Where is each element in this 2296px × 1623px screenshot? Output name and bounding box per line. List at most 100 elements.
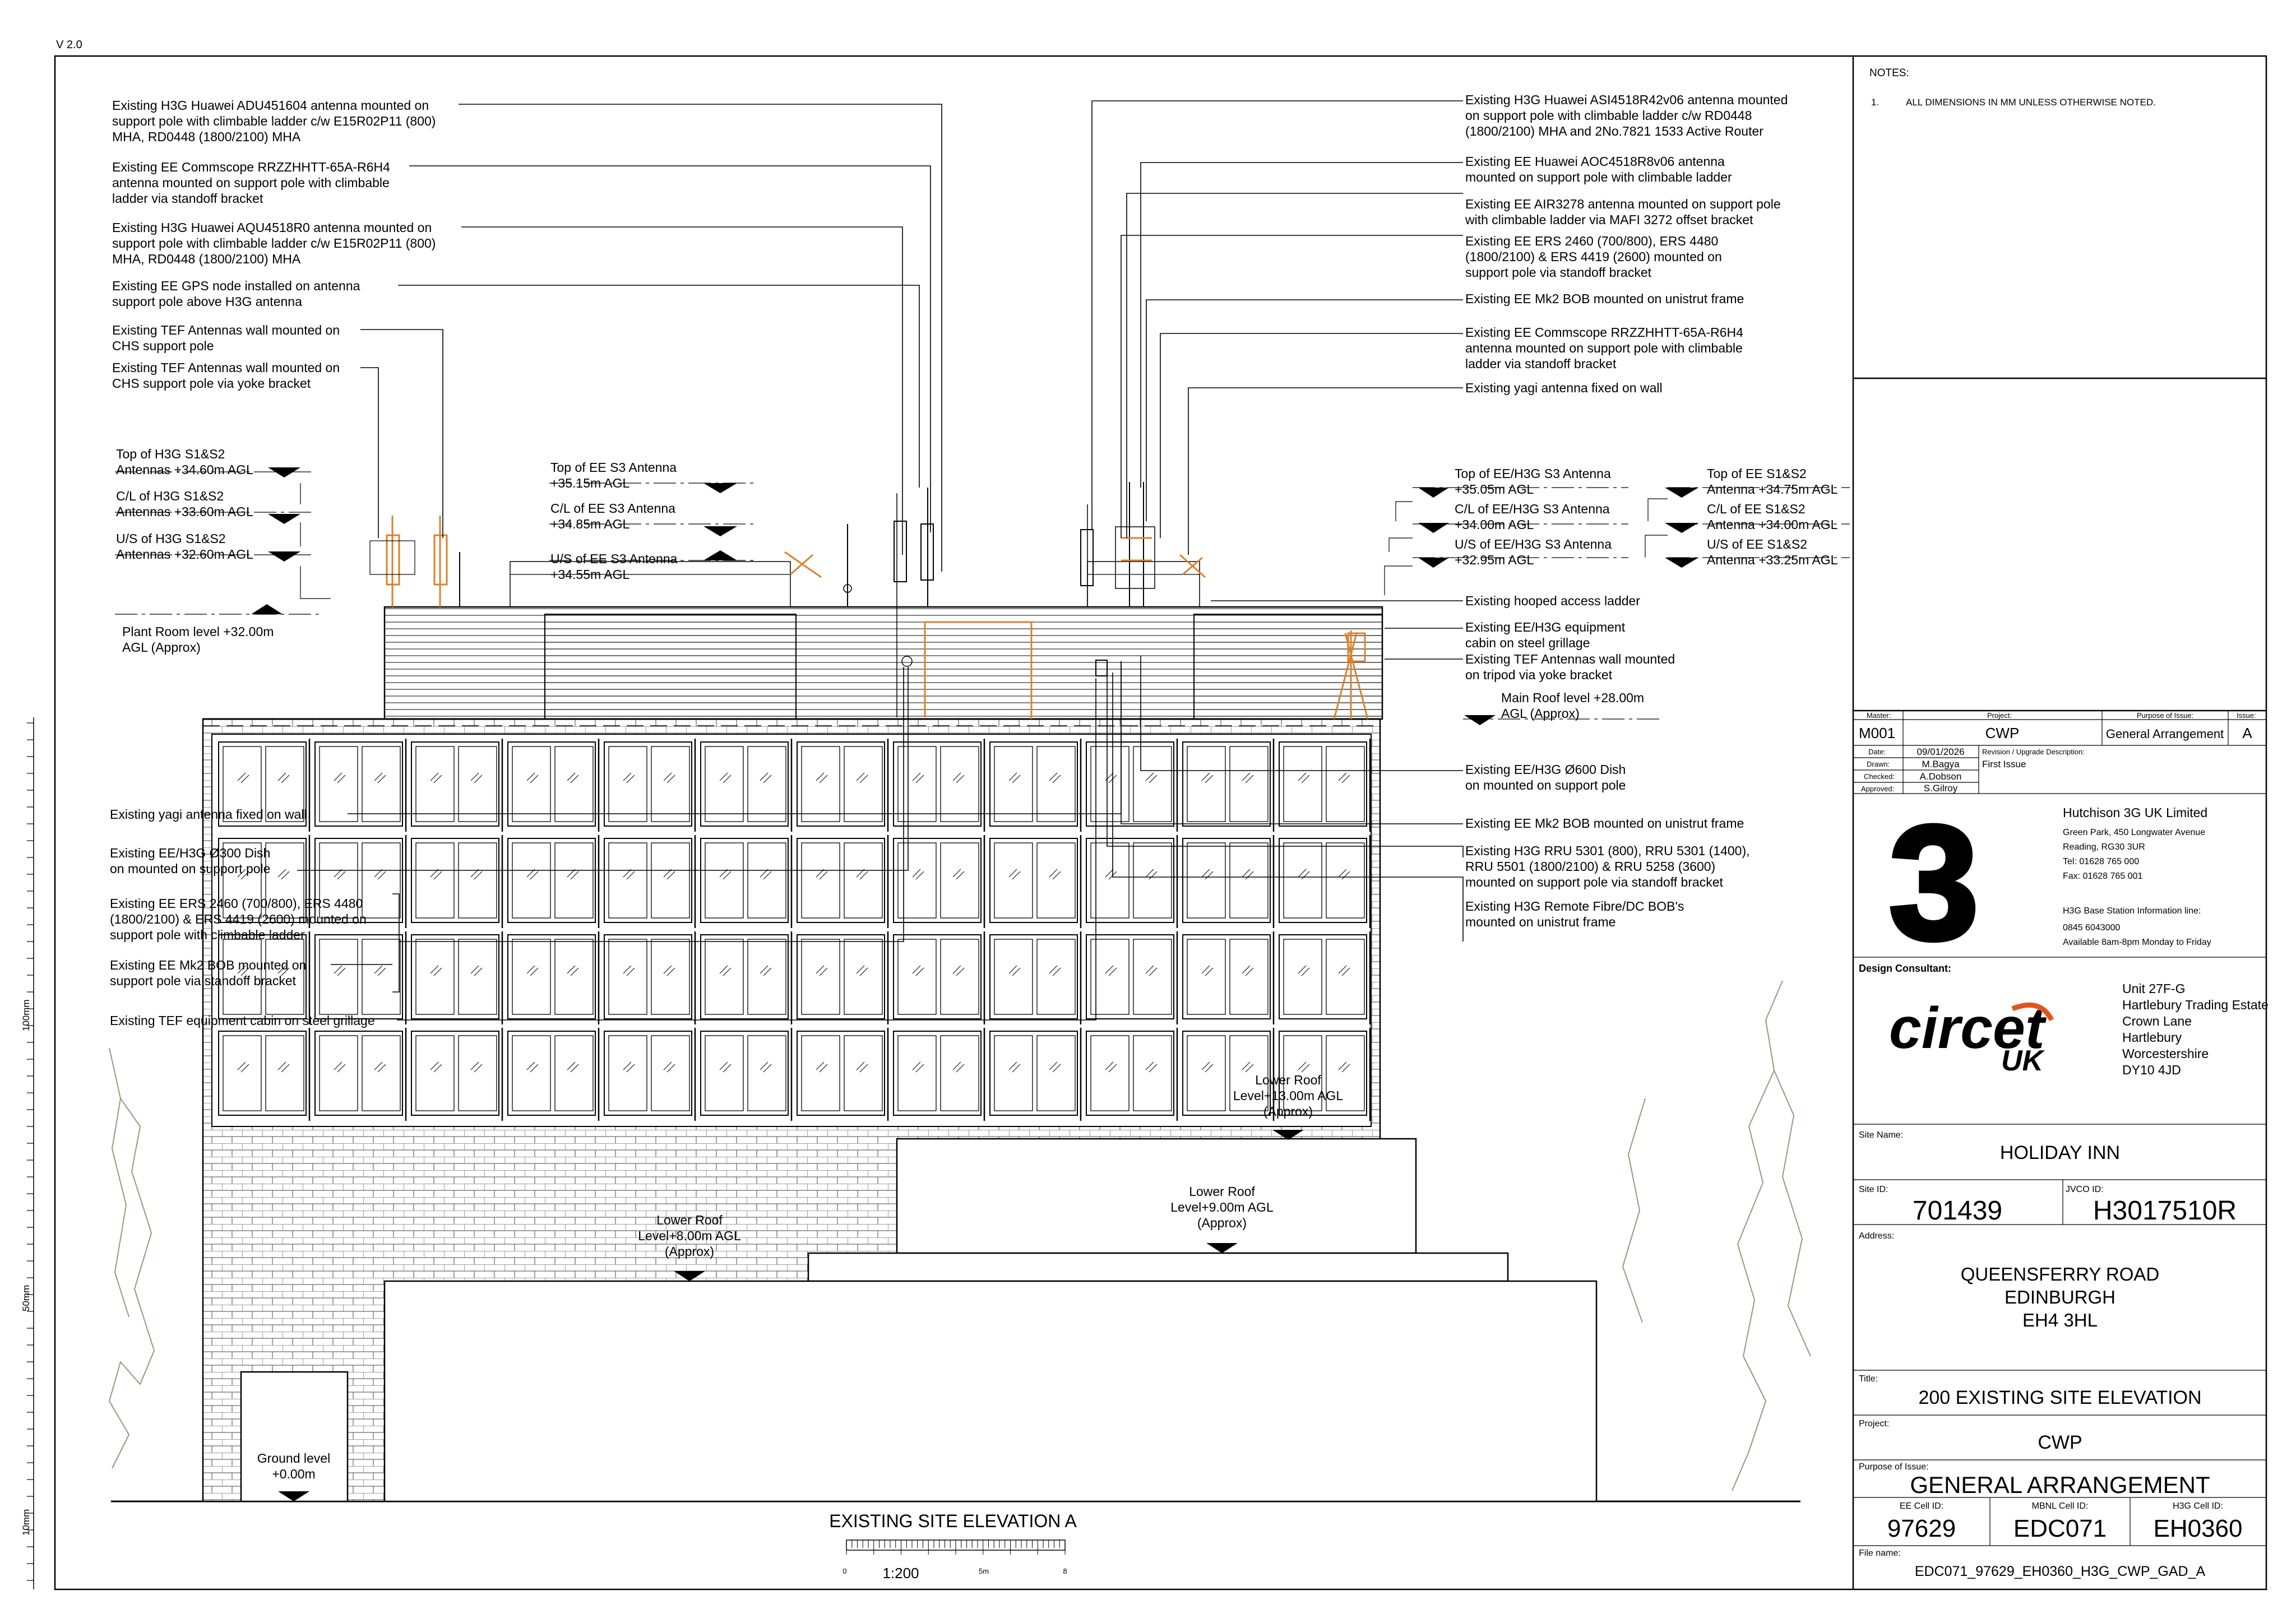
level-eeh3g-s3-cl-line-2: +34.00m AGL [1455,517,1534,532]
annotation-right-6-line-2: antenna mounted on support pole with cli… [1465,341,1743,355]
annotation-left-2-line-3: ladder via standoff bracket [112,191,263,206]
annotations-right: Existing H3G Huawei ASI4518R42v06 antenn… [1465,92,1788,395]
h3g-cell-label: H3G Cell ID: [2173,1501,2223,1511]
level-lower-roof-8-line-2: Level+8.00m AGL [638,1228,741,1243]
level-main-roof-line-2: AGL (Approx) [1501,706,1580,721]
ruler-label-10: 10mm [21,1509,31,1536]
level-lower-roof-8-line-1: Lower Roof [656,1213,723,1227]
annotation-right-4-line-2: (1800/2100) & ERS 4419 (2600) mounted on [1465,249,1722,264]
purpose-value: General Arrangement [2106,727,2224,741]
consultant-address-5: Worcestershire [2122,1046,2209,1061]
consultant-address-6: DY10 4JD [2122,1063,2181,1077]
annotation-left-1-line-3: MHA, RD0448 (1800/2100) MHA [112,129,301,144]
annotation-right-3-line-1: Existing EE AIR3278 antenna mounted on s… [1465,197,1781,211]
annotation-left-6-line-2: CHS support pole via yoke bracket [112,376,311,391]
annotation-right-6-line-3: ladder via standoff bracket [1465,356,1617,371]
level-eeh3g-s3-cl-line-1: C/L of EE/H3G S3 Antenna [1455,502,1610,516]
annotation-mid-right-2-line-1: Existing EE/H3G equipment [1465,620,1626,634]
leader-lines [297,100,1464,1021]
ee-antennas-center [784,488,934,717]
consultant-address-4: Hartlebury [2122,1030,2182,1045]
svg-text:3: 3 [1888,792,1979,973]
annotation-lower-left-1-line-1: Existing yagi antenna fixed on wall [110,807,307,822]
annotation-right-1-line-1: Existing H3G Huawei ASI4518R42v06 antenn… [1465,92,1788,107]
level-main-roof-line-1: Main Roof level +28.00m [1501,690,1644,705]
address-label: Address: [1859,1231,1894,1241]
svg-text:UK: UK [2001,1045,2045,1077]
checked-label: Checked: [1864,772,1895,781]
annotation-left-3-line-1: Existing H3G Huawei AQU4518R0 antenna mo… [112,220,432,235]
level-lower-roof-8-line-3: (Approx) [665,1244,714,1259]
sheet-title: 200 EXISTING SITE ELEVATION [1918,1387,2201,1408]
annotation-lower-left-4-line-2: support pole via standoff bracket [110,973,297,988]
ruler-label-100: 100mm [21,999,31,1031]
h3g-antennas-left [369,516,460,607]
h3g-cell-id: EH0360 [2153,1515,2242,1542]
level-ee-s3-cl-line-1: C/L of EE S3 Antenna [550,501,675,516]
annotation-lower-left-3-line-3: support pole with climbable ladder [110,928,305,942]
level-h3g-top-line-2: Antennas +34.60m AGL [116,462,253,477]
level-ee-s3-top-line-2: +35.15m AGL [550,476,629,490]
title-label: Title: [1859,1374,1878,1384]
level-ee-s12-top-line-1: Top of EE S1&S2 [1707,466,1807,481]
jvco-id: H3017510R [2093,1196,2237,1226]
annotation-lower-right-1-line-2: on mounted on support pole [1465,778,1626,792]
annotation-lower-right-2-line-1: Existing EE Mk2 BOB mounted on unistrut … [1465,816,1744,831]
purpose-label: Purpose of Issue: [2137,711,2193,720]
annotation-left-3-line-2: support pole with climbable ladder c/w E… [112,236,436,251]
site-id: 701439 [1913,1196,2002,1226]
title-block: NOTES: 1. ALL DIMENSIONS IN MM UNLESS OT… [1853,67,2269,1579]
file-name-label: File name: [1859,1548,1901,1558]
annotation-right-4-line-3: support pole via standoff bracket [1465,265,1652,280]
annotation-lower-right-1-line-1: Existing EE/H3G Ø600 Dish [1465,762,1626,777]
site-name-label: Site Name: [1859,1130,1903,1140]
level-lower-roof-9-line-3: (Approx) [1197,1216,1247,1230]
annotation-right-2-line-1: Existing EE Huawei AOC4518R8v06 antenna [1465,154,1725,169]
level-h3g-cl-line-1: C/L of H3G S1&S2 [116,489,224,503]
issue-value: A [2242,725,2252,741]
version-label: V 2.0 [56,39,82,51]
annotation-mid-right-1-line-1: Existing hooped access ladder [1465,593,1640,608]
edge-ruler: 100mm 50mm 10mm [21,717,34,1589]
address-line-3: EH4 3HL [2022,1310,2098,1330]
annotation-left-6-line-1: Existing TEF Antennas wall mounted on [112,360,340,375]
client-tel: Tel: 01628 765 000 [2063,857,2139,866]
revision-value: First Issue [1982,759,2026,769]
ee-cell-id: 97629 [1887,1515,1956,1542]
project2-label: Project: [1859,1419,1889,1429]
level-lower-roof-9-line-2: Level+9.00m AGL [1170,1200,1274,1214]
level-lower-roof-13-line-1: Lower Roof [1255,1073,1321,1087]
checked-value: A.Dobson [1920,771,1962,782]
level-h3g-us-line-1: U/S of H3G S1&S2 [116,531,226,546]
level-markers [115,467,1850,1501]
client-info-3: Available 8am-8pm Monday to Friday [2063,938,2211,947]
scale-tick-0: 0 [843,1567,846,1575]
approved-value: S.Gilroy [1924,783,1958,794]
level-ground-line-2: +0.00m [272,1467,315,1481]
scale-ratio: 1:200 [882,1565,919,1582]
date-label: Date: [1868,748,1886,756]
project2-value: CWP [2038,1432,2082,1453]
level-h3g-top-line-1: Top of H3G S1&S2 [116,447,225,461]
site-name: HOLIDAY INN [2000,1142,2120,1163]
client-fax: Fax: 01628 765 001 [2063,871,2142,881]
level-ground-line-1: Ground level [257,1451,330,1466]
annotation-right-7-line-1: Existing yagi antenna fixed on wall [1465,381,1663,395]
address-line-2: EDINBURGH [2005,1287,2116,1307]
ruler-label-50: 50mm [21,1285,31,1311]
note-1-num: 1. [1871,97,1879,108]
level-ee-s3-us-line-1: U/S of EE S3 Antenna [550,551,678,566]
issue-label: Issue: [2237,711,2256,720]
tree-right [1732,980,1783,1491]
file-name: EDC071_97629_EH0360_H3G_CWP_GAD_A [1915,1564,2206,1579]
annotation-lower-right-4-line-1: Existing H3G Remote Fibre/DC BOB's [1465,899,1684,913]
level-ee-s12-us-line-2: Antenna +33.25m AGL [1707,553,1838,567]
level-lower-roof-13-line-2: Level+13.00m AGL [1233,1088,1343,1103]
jvco-label: JVCO ID: [2066,1185,2104,1194]
eeh3g-antennas-right [1080,482,1369,720]
annotation-lower-left-3-line-1: Existing EE ERS 2460 (700/800), ERS 4480 [110,896,363,911]
level-h3g-us-line-2: Antennas +32.60m AGL [116,547,253,562]
